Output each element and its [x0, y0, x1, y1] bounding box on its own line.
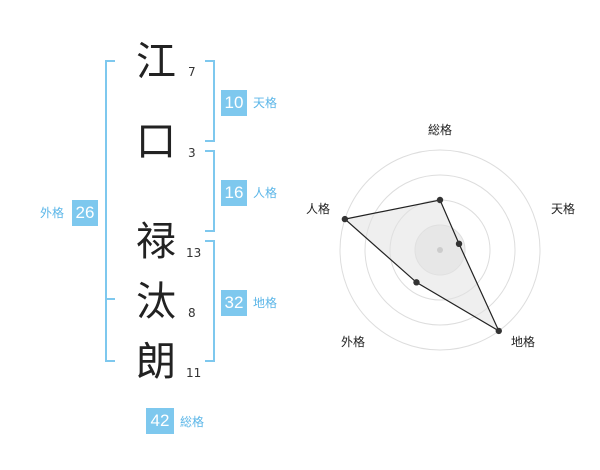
gaikaku-bracket-tick	[105, 298, 115, 300]
jinkaku-label: 人格	[253, 186, 278, 200]
chikaku-bracket	[205, 240, 215, 362]
chikaku-badge: 32	[221, 290, 247, 316]
radar-axis-label-soukaku: 総格	[428, 122, 452, 137]
radar-point-4	[413, 279, 420, 286]
gaikaku-badge: 26	[72, 200, 98, 226]
name-char-4: 汰	[136, 279, 176, 325]
radar-axis-label-jinkaku: 人格	[306, 201, 330, 216]
stroke-count-1: 7	[188, 65, 196, 79]
radar-point-3	[495, 327, 502, 335]
radar-center-dot	[437, 247, 443, 253]
tenkaku-badge: 10	[221, 90, 247, 116]
gaikaku-label: 外格	[40, 206, 65, 220]
name-char-3: 禄	[136, 219, 176, 265]
stroke-count-3: 13	[186, 246, 202, 260]
jinkaku-badge: 16	[221, 180, 247, 206]
radar-point-1	[436, 196, 444, 204]
radar-axis-label-chikaku: 地格	[511, 334, 535, 349]
name-char-2: 口	[136, 119, 176, 165]
radar-ring-3	[364, 174, 516, 326]
tenkaku-label: 天格	[253, 96, 278, 110]
jinkaku-bracket	[205, 150, 215, 232]
radar-axis-label-tenkaku: 天格	[551, 201, 575, 216]
gaikaku-bracket	[105, 60, 115, 362]
chikaku-label: 地格	[253, 296, 278, 310]
soukaku-label: 総格	[180, 415, 205, 429]
soukaku-badge: 42	[146, 408, 174, 434]
name-char-5: 朗	[136, 339, 176, 385]
stroke-count-2: 3	[188, 146, 196, 160]
radar-data-polygon	[343, 199, 501, 333]
tenkaku-bracket	[205, 60, 215, 142]
stroke-count-5: 11	[186, 366, 202, 380]
stroke-count-4: 8	[188, 306, 196, 320]
radar-ring-4	[339, 149, 541, 351]
radar-point-5	[341, 215, 349, 223]
radar-point-2	[455, 240, 463, 248]
name-char-1: 江	[136, 39, 176, 85]
radar-axis-label-gaikaku: 外格	[341, 334, 365, 349]
